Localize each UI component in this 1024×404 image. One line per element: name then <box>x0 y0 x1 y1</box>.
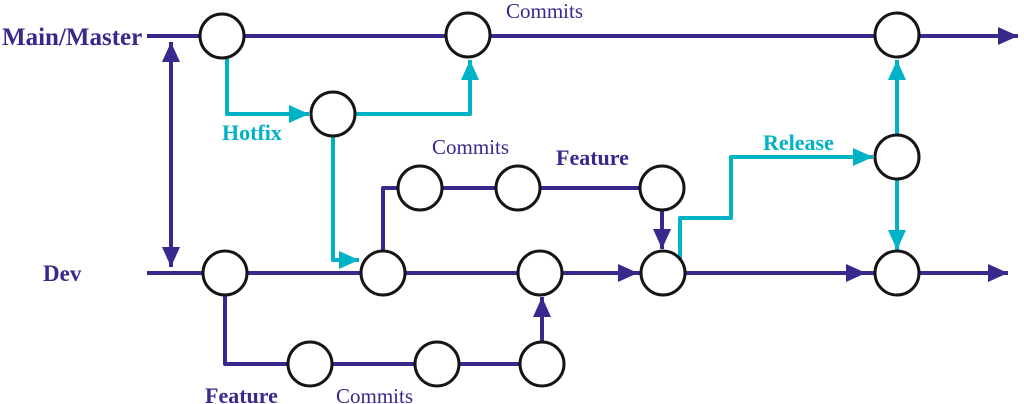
commits-label-top: Commits <box>506 0 583 23</box>
commit-node-main-3 <box>873 11 921 59</box>
feature-top-branch-out-path <box>381 186 402 251</box>
commit-node-feature-top-2 <box>494 164 542 212</box>
commit-node-feature-top-1 <box>396 164 444 212</box>
commits-label-bottom: Commits <box>336 384 413 404</box>
hotfix-merge-main-path <box>355 60 479 116</box>
hotfix-branch-out-path <box>225 58 309 123</box>
commit-node-feature-bottom-2 <box>413 340 461 388</box>
commit-node-dev-2 <box>359 249 407 297</box>
commit-node-hotfix <box>309 90 357 138</box>
feature-bottom-branch-label: Feature <box>205 383 278 404</box>
commit-node-dev-3 <box>516 249 564 297</box>
commit-node-release <box>873 133 921 181</box>
commit-node-dev-5 <box>873 249 921 297</box>
feature-top-branch-label: Feature <box>556 145 629 170</box>
release-branch-label: Release <box>763 130 834 155</box>
commit-node-main-1 <box>198 12 246 60</box>
hotfix-branch-label: Hotfix <box>222 120 282 145</box>
commits-label-middle: Commits <box>432 135 509 159</box>
commit-node-feature-bottom-1 <box>286 340 334 388</box>
hotfix-merge-dev-path <box>331 136 359 269</box>
feature-bottom-branch-path <box>223 295 542 366</box>
release-branch-path <box>678 148 873 259</box>
dev-branch-label: Dev <box>43 261 82 286</box>
commit-node-feature-top-3 <box>638 164 686 212</box>
commit-node-main-2 <box>444 11 492 59</box>
commit-node-dev-1 <box>201 249 249 297</box>
main-master-branch-label: Main/Master <box>2 24 142 51</box>
commit-node-dev-4 <box>639 249 687 297</box>
commit-node-feature-bottom-3 <box>518 340 566 388</box>
